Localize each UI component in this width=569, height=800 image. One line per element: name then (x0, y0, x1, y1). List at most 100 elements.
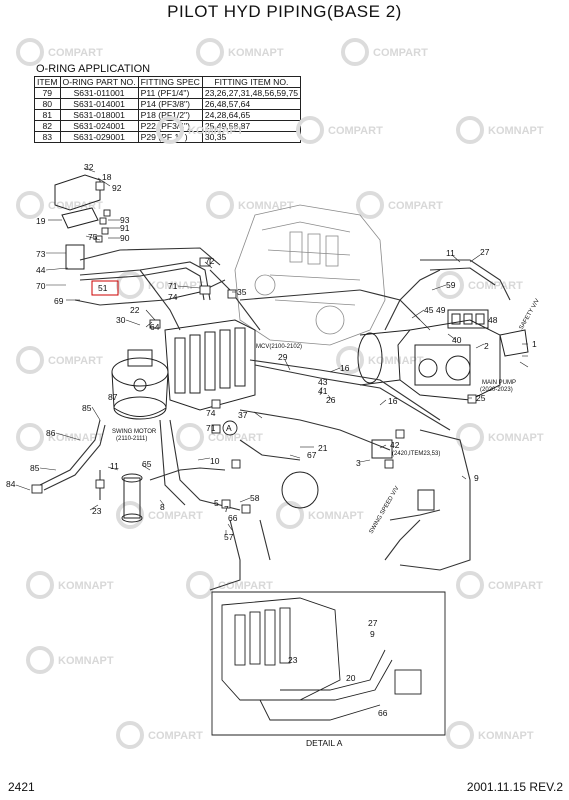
callout-32: 32 (84, 162, 94, 172)
callout-42: 42 (390, 440, 400, 450)
watermark-logo: KOMNAPT (26, 571, 114, 599)
callout-9: 9 (474, 473, 479, 483)
watermark-logo: KOMNAPT (156, 116, 244, 144)
boxed-label: 51 (98, 283, 108, 293)
callout-70: 70 (36, 281, 46, 291)
watermark-text: COMPART (148, 730, 203, 742)
callout-22: 22 (130, 305, 140, 315)
callout-18: 18 (102, 172, 112, 182)
page-number: 2421 (8, 780, 35, 794)
watermark-logo: KOMNAPT (446, 721, 534, 749)
item-ref-label: (2420,ITEM23,53) (392, 451, 440, 457)
main-pump-label: MAIN PUMP (482, 380, 516, 386)
callout-37: 37 (238, 410, 248, 420)
callout-66b: 66 (378, 708, 388, 718)
table-cell: 83 (34, 131, 61, 143)
watermark-text: COMPART (208, 432, 263, 444)
watermark-logo: COMPART (176, 423, 263, 451)
callout-48: 48 (488, 315, 498, 325)
watermark-text: KOMNAPT (488, 432, 544, 444)
callout-2: 2 (484, 341, 489, 351)
callout-74: 74 (168, 292, 178, 302)
callout-71: 71 (168, 281, 178, 291)
rotary-joint (121, 471, 319, 523)
engine-outline (234, 204, 386, 346)
watermark-text: KOMNAPT (488, 125, 544, 137)
callout-85: 85 (82, 403, 92, 413)
callout-19: 19 (36, 216, 46, 226)
watermark-text: KOMNAPT (228, 47, 284, 59)
watermark-logo: KOMNAPT (276, 501, 364, 529)
boxed-callout-51: 51 (91, 280, 119, 296)
watermark-logo: COMPART (16, 38, 103, 66)
watermark-text: COMPART (218, 580, 273, 592)
callout-1: 1 (532, 339, 537, 349)
callout-23b: 23 (288, 655, 298, 665)
mcv-label: MCV(2100-2102) (256, 344, 302, 350)
callout-45: 45 (424, 305, 434, 315)
swing-motor-ref: (2110-2111) (116, 436, 147, 442)
callout-40: 40 (452, 335, 462, 345)
watermark-logo: COMPART (116, 501, 203, 529)
callout-29: 29 (278, 352, 288, 362)
leader-lines (15, 167, 529, 535)
callout-87: 87 (108, 392, 118, 402)
callout-67: 67 (307, 450, 317, 460)
watermark-logo: COMPART (341, 38, 428, 66)
watermark-text: KOMNAPT (478, 730, 534, 742)
swing-speed-valve (371, 439, 435, 511)
detail-marker-label: A (226, 423, 232, 433)
callout-3: 3 (356, 458, 361, 468)
callout-43: 43 (318, 377, 328, 387)
watermark-logo: KOMNAPT (456, 116, 544, 144)
table-row: 81 S631-018001 P18 (PF1/2") 24,28,64,65 (34, 109, 302, 121)
watermark-text: KOMNAPT (238, 200, 294, 212)
callout-11: 11 (446, 248, 455, 258)
callout-59: 59 (446, 280, 456, 290)
callout-66: 66 (228, 513, 238, 523)
watermark-text: COMPART (488, 580, 543, 592)
callout-90: 90 (120, 233, 130, 243)
callout-69: 69 (54, 296, 64, 306)
callout-11b: 11 (110, 461, 119, 471)
fittings (31, 181, 477, 514)
watermark-logo: COMPART (186, 571, 273, 599)
callout-16b: 16 (388, 396, 398, 406)
swing-motor-label: SWING MOTOR (112, 429, 157, 435)
oring-caption: O-RING APPLICATION (36, 63, 151, 75)
callout-74b: 74 (206, 408, 216, 418)
detail-marker: A (222, 420, 238, 436)
watermark-logo: COMPART (16, 191, 103, 219)
safety-vv-label: SAFETY V/V (519, 298, 541, 331)
callout-85b: 85 (30, 463, 40, 473)
callout-58: 58 (250, 493, 260, 503)
detail-a-box (211, 591, 446, 736)
watermark-text: KOMNAPT (188, 125, 244, 137)
page-title: PILOT HYD PIPING(BASE 2) (167, 2, 402, 21)
watermark-layer: COMPART KOMNAPT COMPART KOMNAPT COMPART … (16, 38, 544, 749)
watermark-logo: COMPART (356, 191, 443, 219)
callout-21: 21 (318, 443, 328, 453)
callout-41: 41 (318, 386, 328, 396)
callout-20: 20 (346, 673, 356, 683)
callout-35: 35 (237, 287, 247, 297)
callout-23: 23 (92, 506, 102, 516)
component-labels: MCV(2100-2102) MAIN PUMP (2020-2023) SWI… (112, 298, 541, 748)
pilot-valve-block (54, 174, 101, 270)
swing-motor (111, 349, 169, 420)
watermark-text: COMPART (468, 280, 523, 292)
callout-71b: 71 (206, 423, 216, 433)
table-row: 83 S631-029001 P29 (PF 1" ) 30,35 (34, 131, 302, 143)
watermark-text: KOMNAPT (58, 655, 114, 667)
swing-speed-vv-label: SWING SPEED V/V (369, 486, 401, 535)
watermark-logo: KOMNAPT (456, 423, 544, 451)
callout-25: 25 (476, 393, 486, 403)
safety-valve (447, 309, 529, 357)
watermark-text: KOMNAPT (148, 280, 204, 292)
watermark-text: KOMNAPT (308, 510, 364, 522)
callout-16: 16 (340, 363, 350, 373)
callout-44: 44 (36, 265, 46, 275)
callout-30: 30 (116, 315, 126, 325)
callout-92: 92 (112, 183, 122, 193)
callout-91: 91 (120, 223, 130, 233)
